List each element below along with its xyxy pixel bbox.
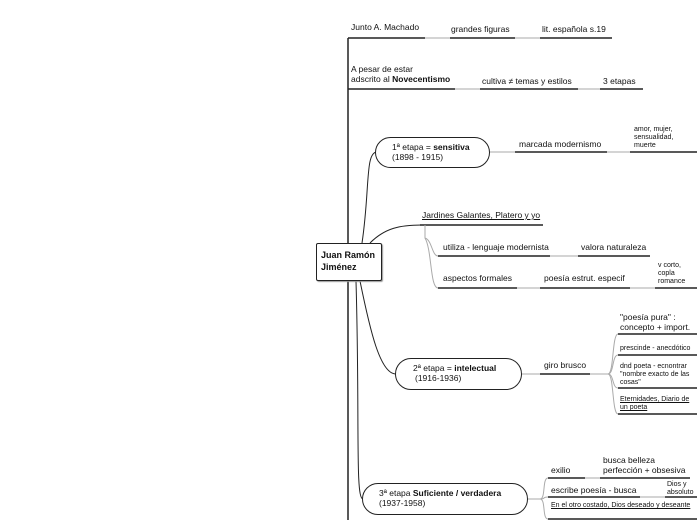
topic-v-corto[interactable]: v corto, copla romance — [658, 262, 695, 286]
topic-dios-absoluto[interactable]: Dios y absoluto — [667, 481, 694, 496]
topic-line: "poesía pura" : — [620, 312, 676, 322]
topic-line: v corto, copla — [658, 262, 681, 277]
stage2-title: 2ª etapa = intelectual — [413, 363, 521, 373]
topic-line: concepto + import. — [620, 322, 691, 332]
topic-line: adscrito al Novecentismo — [351, 74, 450, 84]
central-topic[interactable]: Juan Ramón Jiménez — [316, 243, 382, 281]
stage-prefix: 3ª etapa — [379, 488, 413, 498]
stage2-node[interactable]: 2ª etapa = intelectual (1916-1936) — [395, 358, 522, 390]
topic-poesia-estrut[interactable]: poesía estrut. especif — [544, 273, 625, 283]
topic-line: amor, mujer, — [634, 126, 673, 133]
topic-text: adscrito al — [351, 74, 393, 84]
topic-lit-espanola[interactable]: lit. española s.19 — [542, 24, 606, 34]
topic-utiliza-lenguaje[interactable]: utiliza - lenguaje modernista — [443, 242, 549, 252]
stage-name: Suficiente / verdadera — [412, 488, 502, 498]
topic-marcada-modernismo[interactable]: marcada modernismo — [519, 139, 602, 149]
stage3-title: 3ª etapa Suficiente / verdadera — [379, 488, 527, 498]
stage3-dates: (1937-1958) — [379, 498, 426, 508]
topic-eternidades[interactable]: Eternidades, Diario de un poeta — [620, 396, 690, 411]
stage1-node[interactable]: 1ª etapa = sensitiva (1898 - 1915) — [375, 137, 490, 168]
topic-giro-brusco[interactable]: giro brusco — [544, 360, 587, 370]
topic-junto-machado[interactable]: Junto A. Machado — [351, 22, 420, 32]
topic-3-etapas[interactable]: 3 etapas — [603, 76, 636, 86]
stage2-dates: (1916-1936) — [415, 373, 462, 383]
stage-name: sensitiva — [433, 142, 470, 152]
topic-cultiva[interactable]: cultiva ≠ temas y estilos — [482, 76, 572, 86]
topic-line: dnd poeta - ecnontrar — [620, 363, 687, 370]
topic-aspectos-formales[interactable]: aspectos formales — [443, 273, 512, 283]
topic-line: perfección + obsesiva — [603, 465, 686, 475]
stage1-dates: (1898 - 1915) — [392, 152, 444, 162]
topic-line: romance — [658, 278, 686, 285]
stage1-title: 1ª etapa = sensitiva — [392, 142, 489, 152]
central-topic-line1: Juan Ramón — [321, 250, 376, 260]
topic-line: busca belleza — [603, 455, 655, 465]
topic-poesia-pura[interactable]: "poesía pura" : concepto + import. — [620, 312, 690, 332]
stage-prefix: 1ª etapa = — [392, 142, 434, 152]
stage-name: intelectual — [454, 363, 497, 373]
stage3-node[interactable]: 3ª etapa Suficiente / verdadera (1937-19… — [362, 483, 528, 515]
topic-escribe-poesia[interactable]: escribe poesía - busca — [551, 485, 637, 495]
topic-grandes-figuras[interactable]: grandes figuras — [451, 24, 510, 34]
topic-prescinde[interactable]: prescinde - anecdótico — [620, 345, 691, 352]
topic-bold-text: Novecentismo — [392, 74, 451, 84]
topic-otro-costado[interactable]: En el otro costado, Dios deseado y desea… — [551, 502, 691, 509]
topic-dnd-poeta[interactable]: dnd poeta - ecnontrar "nombre exacto de … — [620, 363, 695, 387]
topic-line: sensualidad, muerte — [634, 134, 674, 149]
topic-novecentismo[interactable]: A pesar de estar adscrito al Novecentism… — [351, 64, 450, 84]
topic-valora-naturaleza[interactable]: valora naturaleza — [581, 242, 647, 252]
stage-prefix: 2ª etapa = — [413, 363, 455, 373]
topic-exilio[interactable]: exilio — [551, 465, 571, 475]
central-topic-line2: Jiménez — [321, 262, 357, 272]
topic-line: "nombre exacto de las cosas" — [620, 371, 690, 386]
topic-jardines-galantes[interactable]: Jardines Galantes, Platero y yo — [422, 210, 541, 220]
topic-line: A pesar de estar — [351, 64, 413, 74]
topic-amor-mujer[interactable]: amor, mujer, sensualidad, muerte — [634, 126, 695, 150]
topic-busca-belleza[interactable]: busca belleza perfección + obsesiva — [603, 455, 685, 475]
